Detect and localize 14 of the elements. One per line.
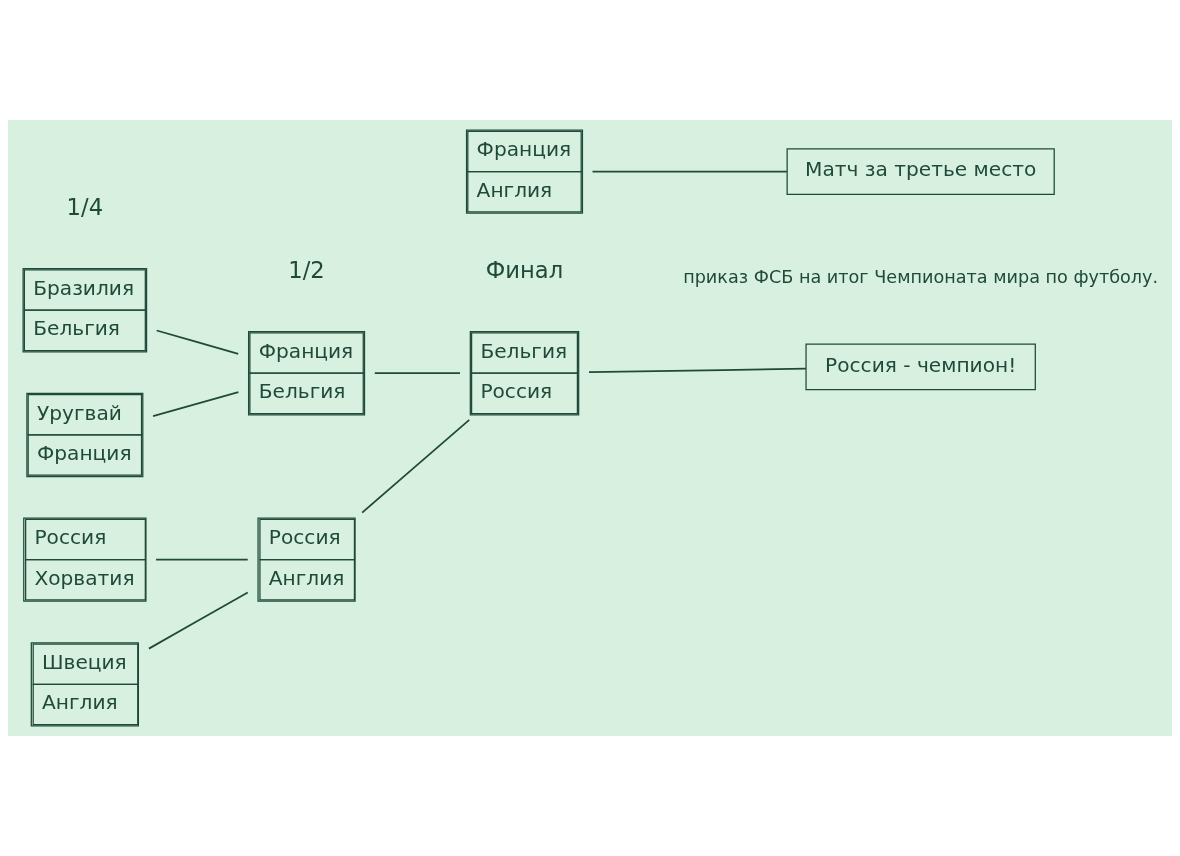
connector <box>155 558 249 561</box>
connector <box>373 372 461 375</box>
connector <box>361 419 471 514</box>
node-box: Матч за третье место <box>786 148 1055 195</box>
node-box: Россия - чемпион! <box>805 343 1036 391</box>
label: Финал <box>485 256 564 283</box>
connector <box>152 391 240 417</box>
label: приказ ФСБ на итог Чемпионата мира по футболу. <box>683 267 1159 288</box>
connector <box>148 591 249 650</box>
connector <box>155 329 240 355</box>
connector <box>591 170 788 173</box>
label: 1/4 <box>66 193 104 220</box>
label: 1/2 <box>288 256 325 283</box>
connector <box>588 367 807 374</box>
